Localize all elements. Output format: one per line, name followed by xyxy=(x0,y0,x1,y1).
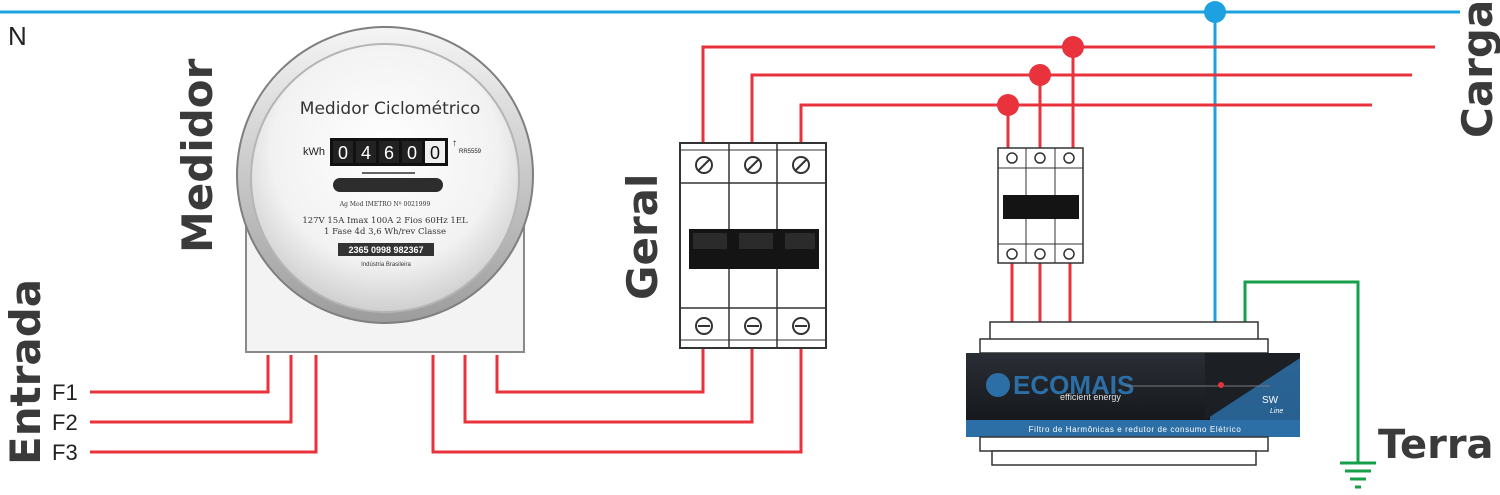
meter-model-code: RR5559 xyxy=(459,149,482,155)
input-phase-wires xyxy=(90,355,318,454)
energy-meter: Medidor Ciclométrico kWh 0 4 6 0 0 ↑ RR5… xyxy=(236,26,534,353)
device-model: SW xyxy=(1262,395,1279,406)
breaker-to-load-wires xyxy=(701,45,1435,143)
device-model-sub: Line xyxy=(1270,408,1283,415)
device-indicator-led xyxy=(1218,382,1224,388)
meter-spec-line2: 1 Fase 4d 3,6 Wh/rev Classe xyxy=(324,227,446,237)
main-breaker-toggles xyxy=(689,229,819,269)
entrada-label: Entrada xyxy=(1,279,50,465)
meter-digit-1: 0 xyxy=(338,143,348,163)
meter-spec-line1: 127V 15A Imax 100A 2 Fios 60Hz 1EL xyxy=(302,216,468,226)
meter-unit: kWh xyxy=(303,146,325,158)
geral-label: Geral xyxy=(618,174,667,300)
ground-wire xyxy=(1243,280,1376,489)
junction-dot-l3 xyxy=(997,94,1019,116)
terra-label: Terra xyxy=(1378,422,1494,468)
neutral-wire xyxy=(0,1,1460,325)
main-breaker-top-screws xyxy=(695,156,810,174)
carga-label: Carga xyxy=(1453,0,1500,138)
device-caption: Filtro de Harmônicas e redutor de consum… xyxy=(1029,425,1242,434)
meter-digits: 0 4 6 0 0 xyxy=(333,141,445,163)
junction-dot-l1 xyxy=(1062,36,1084,58)
meter-approval: Ag Mod IMETRO Nº 0021999 xyxy=(339,201,431,208)
filter-breaker-feed-wires xyxy=(1006,47,1075,325)
neutral-junction-dot xyxy=(1204,1,1226,23)
meter-disc-window xyxy=(333,178,443,192)
ecomais-logo-icon xyxy=(986,373,1010,397)
meter-arrow-icon: ↑ xyxy=(452,138,457,149)
phase-label-f1: F1 xyxy=(52,380,78,405)
ecomais-device: ECOMAIS efficient energy SW Line Filtro … xyxy=(966,321,1300,466)
neutral-label: N xyxy=(8,21,27,51)
meter-digit-2: 4 xyxy=(361,143,371,163)
meter-digit-4: 0 xyxy=(407,143,417,163)
meter-title: Medidor Ciclométrico xyxy=(300,99,480,119)
main-breaker-bottom-screws xyxy=(695,317,810,335)
device-brand: ECOMAIS xyxy=(1013,370,1134,400)
meter-digit-3: 6 xyxy=(384,143,394,163)
medidor-label: Medidor xyxy=(173,58,222,253)
meter-to-breaker-wires xyxy=(431,345,803,454)
main-breaker xyxy=(679,142,827,349)
filter-breaker xyxy=(997,147,1084,264)
meter-serial: 2365 0998 982367 xyxy=(348,245,423,255)
phase-label-f3: F3 xyxy=(52,440,78,465)
device-tagline: efficient energy xyxy=(1060,392,1121,402)
meter-made-in: Indústria Brasileira xyxy=(361,262,411,268)
phase-label-f2: F2 xyxy=(52,410,78,435)
meter-serial-plate xyxy=(338,243,434,256)
meter-digit-5: 0 xyxy=(430,143,440,163)
junction-dot-l2 xyxy=(1029,64,1051,86)
